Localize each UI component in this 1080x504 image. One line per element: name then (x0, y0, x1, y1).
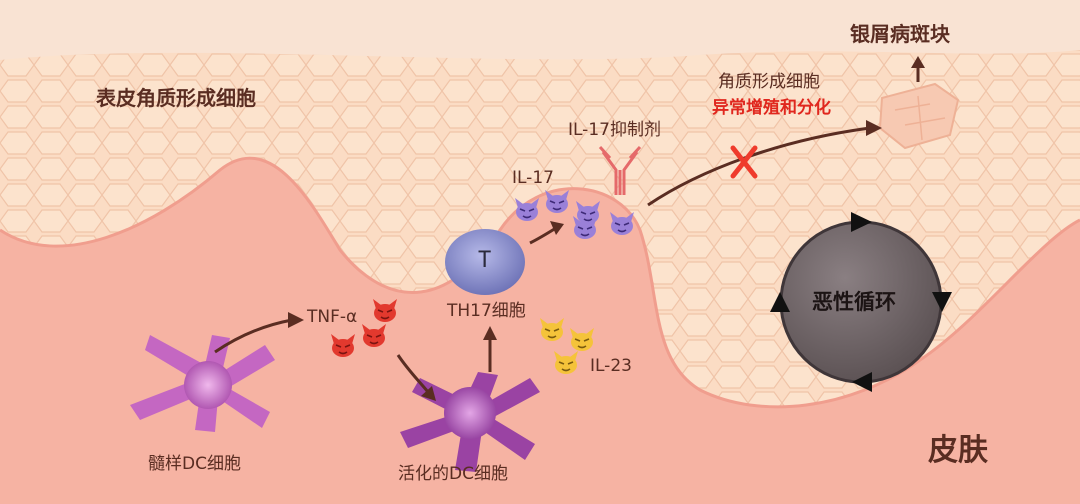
keratinocyte-label: 角质形成细胞 (718, 72, 820, 92)
tnf-alpha-label: TNF-α (307, 307, 358, 327)
myeloid-dc-label: 髓样DC细胞 (148, 454, 241, 474)
devil-face-icon (570, 328, 594, 351)
vicious-cycle-label: 恶性循环 (812, 290, 896, 314)
devil-face-icon (545, 190, 569, 213)
dermis-layer (0, 158, 1080, 504)
basement-membrane (0, 156, 1080, 409)
cycle-arrowhead-icon (852, 372, 872, 392)
devil-face-icon (540, 318, 564, 341)
skin-label: 皮肤 (928, 433, 988, 468)
abnormal-proliferation-label: 异常增殖和分化 (712, 98, 831, 118)
t-cell (445, 229, 525, 295)
devil-face-icon (573, 216, 597, 239)
cycle-arrowhead-icon (851, 212, 872, 232)
devil-face-icon (554, 351, 578, 374)
devil-face-icon (610, 212, 634, 235)
il17-inhibitor-label: IL-17抑制剂 (568, 120, 661, 140)
il23-molecules (540, 318, 594, 374)
devil-face-icon (515, 198, 539, 221)
tnf-alpha-molecules (331, 299, 397, 357)
il23-label: IL-23 (590, 356, 632, 376)
t-cell-letter: T (478, 248, 492, 273)
activated-dc-cell (400, 372, 540, 472)
arrow-icon (396, 354, 430, 393)
cross-icon (730, 145, 758, 179)
cycle-arrowhead-icon (770, 292, 790, 312)
plaque-label: 银屑病斑块 (850, 22, 950, 46)
myeloid-dc-cell (130, 335, 275, 432)
th17-label: TH17细胞 (447, 301, 526, 321)
vicious-cycle-circle (770, 212, 952, 392)
devil-face-icon (362, 324, 386, 347)
arrow-icon (214, 318, 293, 354)
il17-label: IL-17 (512, 168, 554, 188)
antibody-icon (598, 145, 642, 195)
activated-dc-label: 活化的DC细胞 (398, 464, 508, 484)
devil-face-icon (331, 334, 355, 357)
il17-molecules (515, 190, 634, 239)
epidermis-label: 表皮角质形成细胞 (96, 86, 256, 110)
devil-face-icon (373, 299, 397, 322)
cycle-arrowhead-icon (932, 292, 952, 312)
